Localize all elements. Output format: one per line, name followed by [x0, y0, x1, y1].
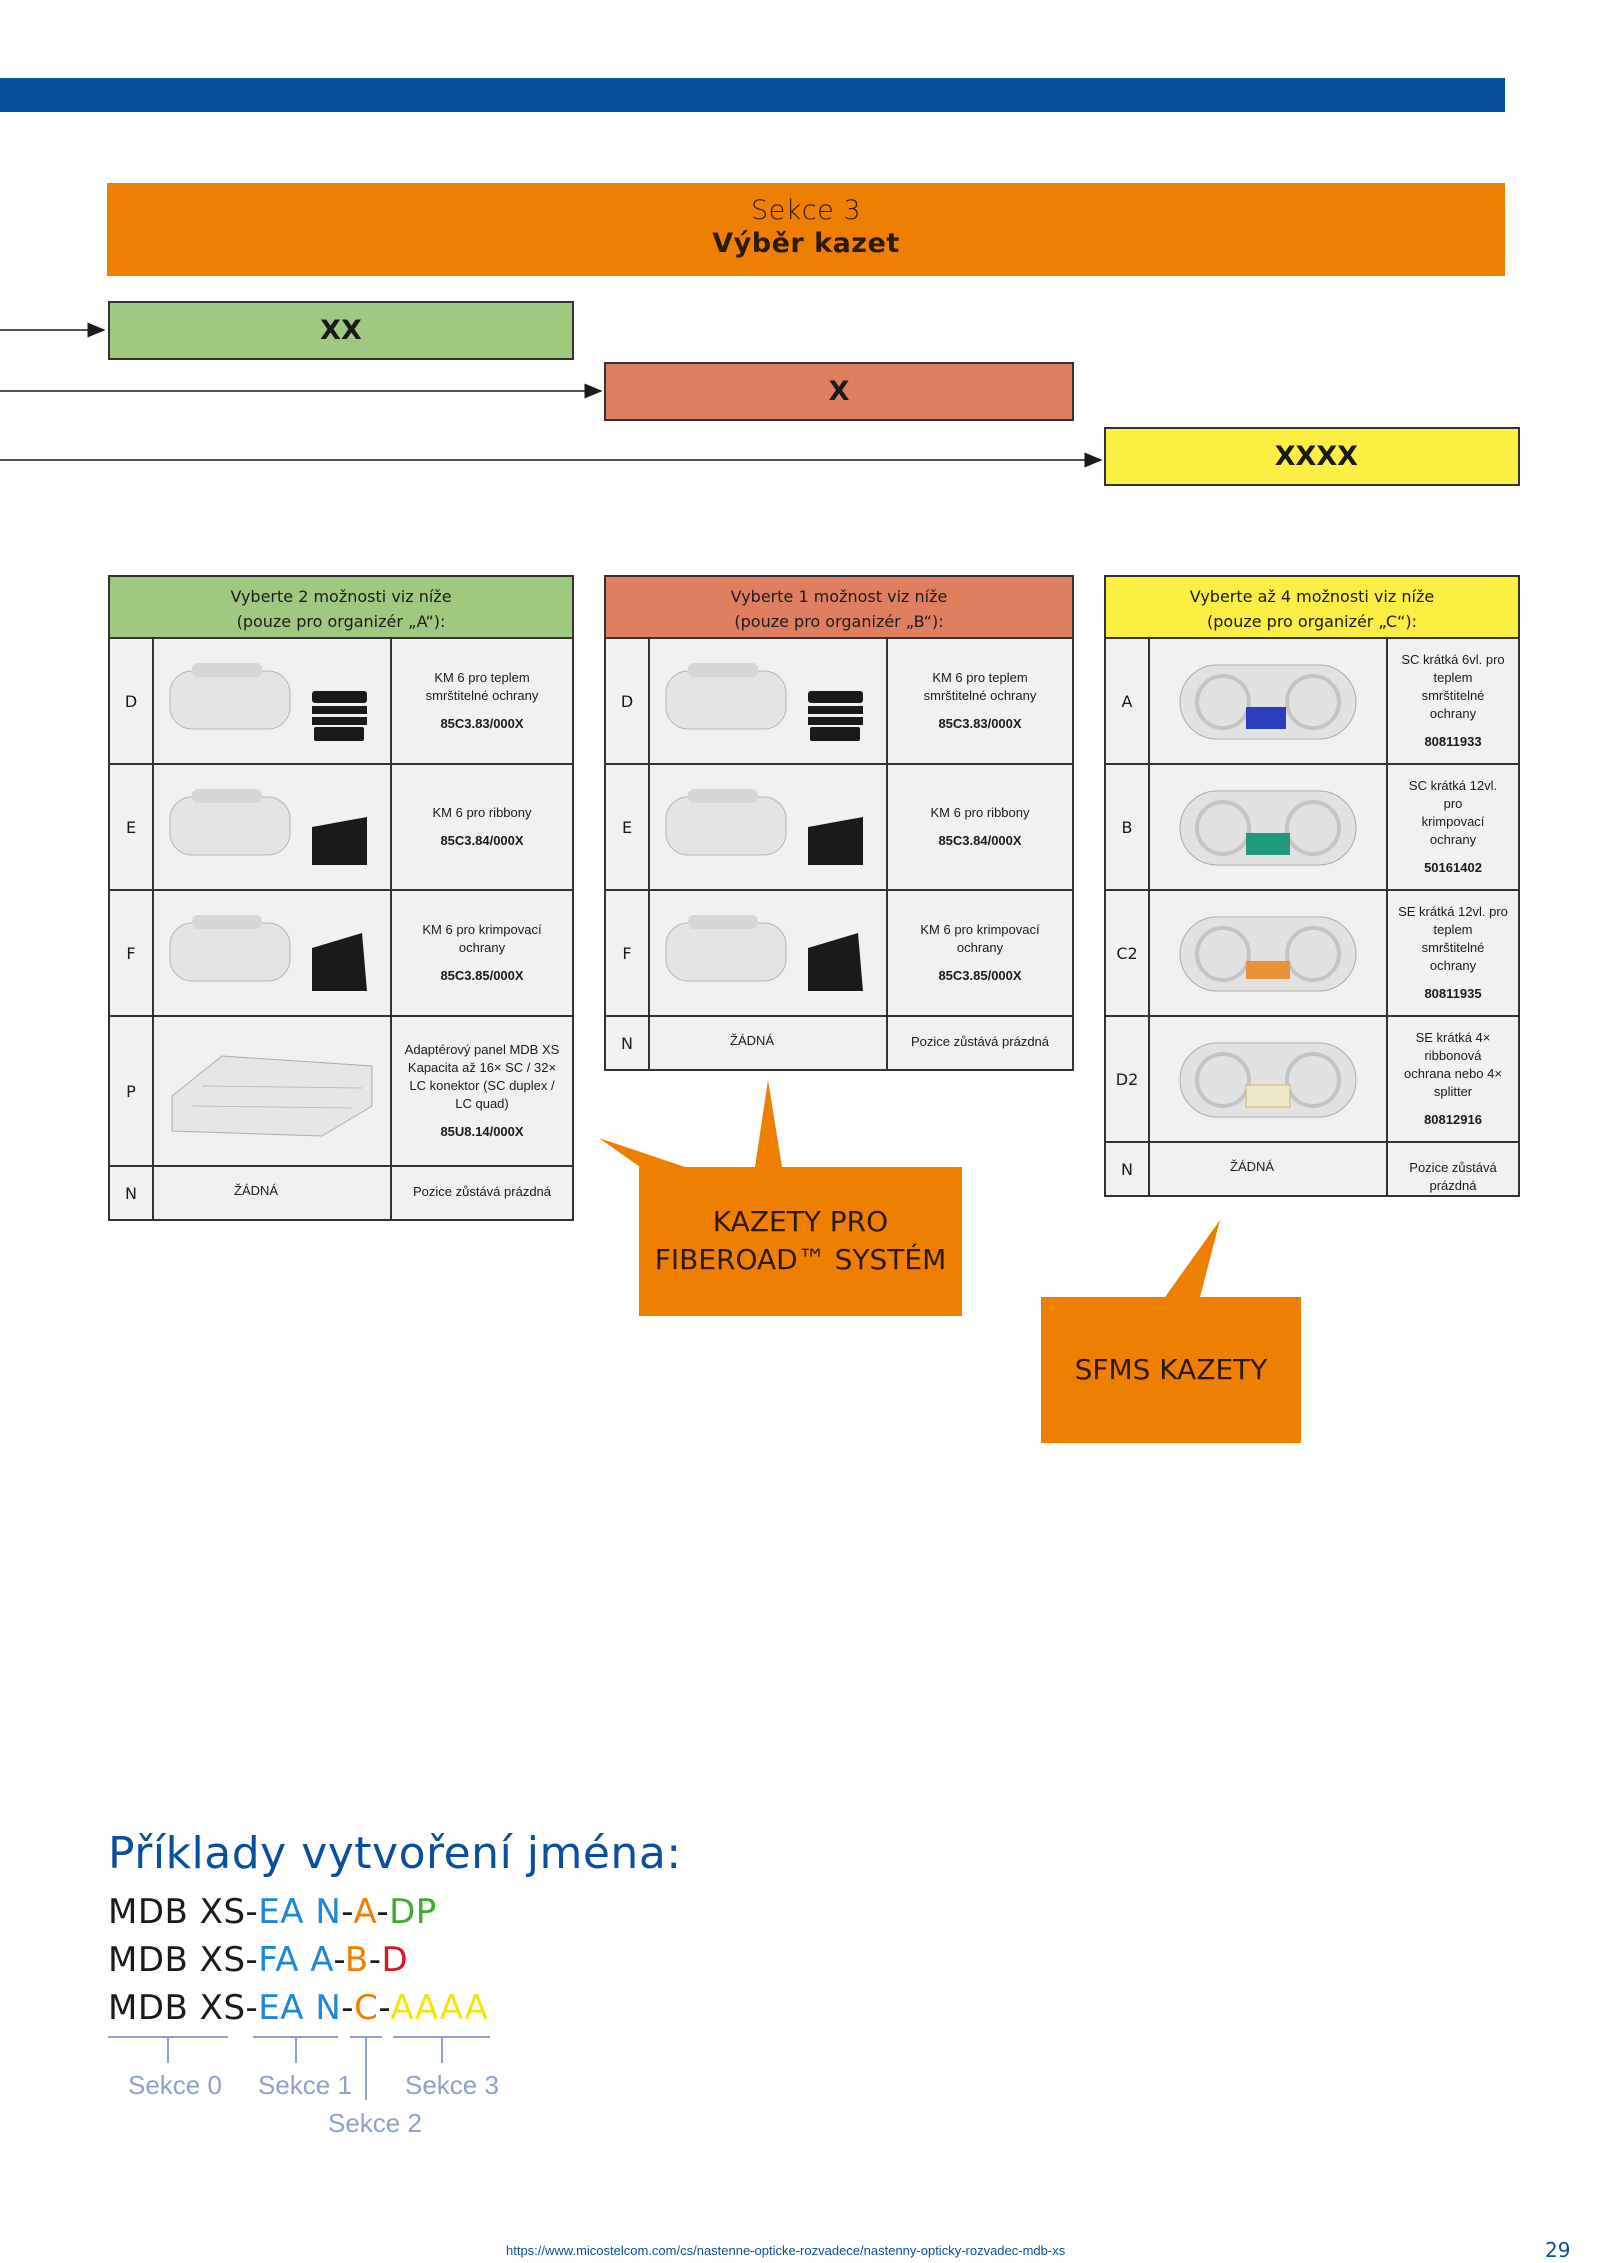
option-letter: A	[1106, 639, 1150, 763]
splice-tray-blue-image	[1150, 639, 1388, 763]
cassette-km6-ribbon-image	[650, 765, 888, 889]
option-letter: N	[1106, 1143, 1150, 1195]
empty-option-label: ŽÁDNÁ	[154, 1167, 392, 1219]
cassette-km6-crimp-image	[154, 891, 392, 1015]
label-sekce-3: Sekce 3	[405, 2070, 499, 2100]
splice-tray-orange-image	[1150, 891, 1388, 1015]
example-line-3: MDB XS-EA N-C-AAAA	[108, 1988, 488, 2028]
table-row: A SC krátká 6vl. pro teplem smrštitelné …	[1106, 639, 1518, 765]
example-line-1: MDB XS-EA N-A-DP	[108, 1892, 437, 1932]
table-organizer-a: Vyberte 2 možnosti viz níže (pouze pro o…	[108, 575, 574, 1221]
name-segment: EA N	[258, 1892, 342, 1932]
cassette-km6-image	[650, 639, 888, 763]
label-sekce-0: Sekce 0	[128, 2070, 222, 2100]
empty-option-label: ŽÁDNÁ	[650, 1017, 888, 1069]
product-code: 85C3.84/000X	[938, 833, 1022, 848]
name-segment: -	[368, 1940, 382, 1980]
product-code: 85C3.85/000X	[440, 968, 524, 983]
name-segment: FA A	[258, 1940, 334, 1980]
table-row: N ŽÁDNÁ Pozice zůstává prázdná	[110, 1167, 572, 1219]
section-title: Výběr kazet	[712, 228, 900, 259]
label-sekce-2: Sekce 2	[328, 2108, 422, 2138]
callout-pointers	[599, 1080, 1220, 1297]
name-segment: C	[354, 1988, 379, 2028]
option-letter: D	[606, 639, 650, 763]
name-segment: EA N	[258, 1988, 342, 2028]
option-letter: C2	[1106, 891, 1150, 1015]
product-code: 85U8.14/000X	[440, 1124, 524, 1139]
table-row: F KM 6 pro krimpovací ochrany 85C3.85/00…	[606, 891, 1072, 1017]
examples-title: Příklady vytvoření jména:	[108, 1828, 682, 1879]
name-segment: -	[341, 1988, 355, 2028]
option-letter: P	[110, 1017, 154, 1165]
option-letter: B	[1106, 765, 1150, 889]
code-box-x: X	[604, 362, 1074, 421]
splice-tray-green-image	[1150, 765, 1388, 889]
example-line-2: MDB XS-FA A-B-D	[108, 1940, 408, 1980]
name-segment: A	[353, 1892, 377, 1932]
name-segment: DP	[389, 1892, 437, 1932]
table-row: N ŽÁDNÁ Pozice zůstává prázdná	[606, 1017, 1072, 1069]
table-row: E KM 6 pro ribbony 85C3.84/000X	[110, 765, 572, 891]
footer-url[interactable]: https://www.micostelcom.com/cs/nastenne-…	[506, 2243, 1066, 2258]
cassette-km6-crimp-image	[650, 891, 888, 1015]
option-letter: D2	[1106, 1017, 1150, 1141]
product-code: 85C3.83/000X	[938, 716, 1022, 731]
callout-sfms: SFMS KAZETY	[1041, 1297, 1301, 1443]
code-box-xxxx: XXXX	[1104, 427, 1520, 486]
name-segment: -	[376, 1892, 390, 1932]
option-letter: F	[606, 891, 650, 1015]
product-code: 80811933	[1424, 734, 1482, 749]
product-code: 85C3.83/000X	[440, 716, 524, 731]
table-row: F KM 6 pro krimpovací ochrany 85C3.85/00…	[110, 891, 572, 1017]
name-segment: -	[341, 1892, 354, 1932]
name-segment: -	[378, 1988, 391, 2028]
name-segment: MDB XS-	[108, 1940, 259, 1980]
code-arrows	[0, 322, 1103, 468]
table-header: Vyberte 1 možnost viz níže (pouze pro or…	[606, 577, 1072, 639]
name-segment: MDB XS-	[108, 1892, 259, 1932]
product-code: 50161402	[1424, 860, 1482, 875]
table-row: C2 SE krátká 12vl. pro teplem smrštiteln…	[1106, 891, 1518, 1017]
table-organizer-b: Vyberte 1 možnost viz níže (pouze pro or…	[604, 575, 1074, 1071]
table-organizer-c: Vyberte až 4 možnosti viz níže (pouze pr…	[1104, 575, 1520, 1197]
table-row: E KM 6 pro ribbony 85C3.84/000X	[606, 765, 1072, 891]
table-row: D KM 6 pro teplem smrštitelné ochrany 85…	[606, 639, 1072, 765]
table-header: Vyberte až 4 možnosti viz níže (pouze pr…	[1106, 577, 1518, 639]
name-segment: AAAA	[390, 1988, 489, 2028]
section-brackets	[108, 2036, 490, 2100]
table-row: D KM 6 pro teplem smrštitelné ochrany 85…	[110, 639, 572, 765]
table-row: B SC krátká 12vl. pro krimpovací ochrany…	[1106, 765, 1518, 891]
name-segment: B	[344, 1940, 369, 1980]
name-segment: MDB XS-	[108, 1988, 259, 2028]
product-code: 85C3.85/000X	[938, 968, 1022, 983]
option-letter: D	[110, 639, 154, 763]
option-letter: E	[110, 765, 154, 889]
option-letter: F	[110, 891, 154, 1015]
table-row: N ŽÁDNÁ Pozice zůstává prázdná	[1106, 1143, 1518, 1195]
option-letter: E	[606, 765, 650, 889]
section-number: Sekce 3	[750, 195, 862, 226]
adapter-panel-image	[154, 1017, 392, 1165]
table-row: P Adaptérový panel MDB XS Kapacita až 16…	[110, 1017, 572, 1167]
callout-fiberoad: KAZETY PRO FIBEROAD™ SYSTÉM	[639, 1167, 962, 1316]
product-code: 80811935	[1424, 986, 1482, 1001]
page-number: 29	[1545, 2238, 1571, 2262]
product-code: 85C3.84/000X	[440, 833, 524, 848]
splice-tray-ribbon-image	[1150, 1017, 1388, 1141]
label-sekce-1: Sekce 1	[258, 2070, 352, 2100]
option-letter: N	[110, 1167, 154, 1219]
option-letter: N	[606, 1017, 650, 1069]
code-box-xx: XX	[108, 301, 574, 360]
top-color-bar	[0, 78, 1505, 112]
name-segment: D	[381, 1940, 409, 1980]
product-code: 80812916	[1424, 1112, 1482, 1127]
cassette-km6-image	[154, 639, 392, 763]
table-header: Vyberte 2 možnosti viz níže (pouze pro o…	[110, 577, 572, 639]
section-banner: Sekce 3 Výběr kazet	[107, 183, 1505, 276]
empty-option-label: ŽÁDNÁ	[1150, 1143, 1388, 1195]
table-row: D2 SE krátká 4× ribbonová ochrana nebo 4…	[1106, 1017, 1518, 1143]
cassette-km6-ribbon-image	[154, 765, 392, 889]
name-segment: -	[333, 1940, 345, 1980]
